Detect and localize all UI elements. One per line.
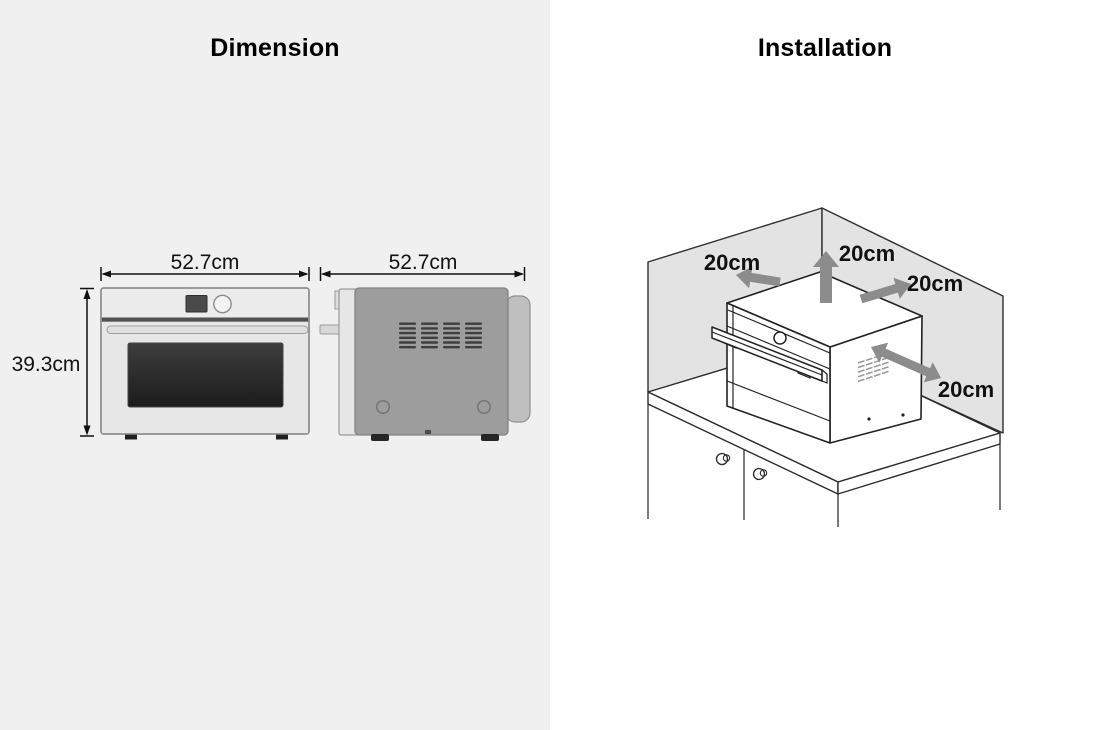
bottom-latch (425, 430, 431, 434)
side-screw-left (375, 399, 391, 415)
side-depth-label: 52.7cm (389, 251, 458, 274)
front-width-label: 52.7cm (171, 251, 240, 274)
control-knob (213, 294, 232, 314)
front-height-dimension-arrow (80, 287, 94, 437)
front-width-dimension-arrow (100, 267, 310, 281)
cabinet-door-knob-left (715, 452, 731, 466)
clearance-arrow-side-icon (871, 342, 941, 383)
clearance-arrow-back-icon (859, 277, 911, 304)
dimension-panel: Dimension 52.7cm (0, 0, 550, 730)
back-panel (505, 295, 531, 423)
oven-handle (711, 326, 828, 384)
clearance-side-label: 20cm (938, 377, 994, 402)
side-right-foot (481, 434, 499, 441)
installation-vents (857, 352, 889, 383)
installation-oven (711, 271, 923, 444)
installation-panel-title: Installation (757, 34, 893, 62)
dimension-panel-title: Dimension (210, 34, 340, 62)
installation-panel: Installation (550, 0, 1100, 730)
oven-knob (773, 331, 787, 345)
front-right-foot (276, 434, 288, 440)
oven-foot-mark-right (901, 413, 905, 417)
side-depth-dimension-arrow (319, 267, 526, 281)
front-height-label: 39.3cm (12, 353, 81, 376)
door-window (127, 342, 284, 408)
oven-foot-mark-left (867, 417, 871, 421)
oven-side-view (319, 287, 531, 441)
cabinet-door-knob-right (752, 467, 768, 481)
control-panel-divider (101, 317, 309, 322)
clearance-left-label: 20cm (704, 250, 760, 275)
display-screen (185, 295, 208, 313)
clearance-arrow-left-icon (736, 266, 781, 289)
clearance-back-label: 20cm (907, 271, 963, 296)
side-view-vents (399, 322, 482, 349)
oven-front-face (726, 302, 831, 444)
side-handle (319, 324, 342, 335)
clearance-arrows (736, 251, 941, 383)
oven-front-view (100, 287, 310, 440)
clearance-top-label: 20cm (839, 241, 895, 266)
side-screw-right (476, 399, 492, 415)
dimension-illustration: 52.7cm 52.7cm 39.3cm (12, 251, 531, 441)
handle-recess (106, 325, 309, 334)
front-left-foot (125, 434, 137, 440)
side-left-foot (371, 434, 389, 441)
clearance-arrow-up-icon (813, 251, 839, 303)
installation-illustration: 20cm 20cm 20cm 20cm (647, 207, 1004, 527)
